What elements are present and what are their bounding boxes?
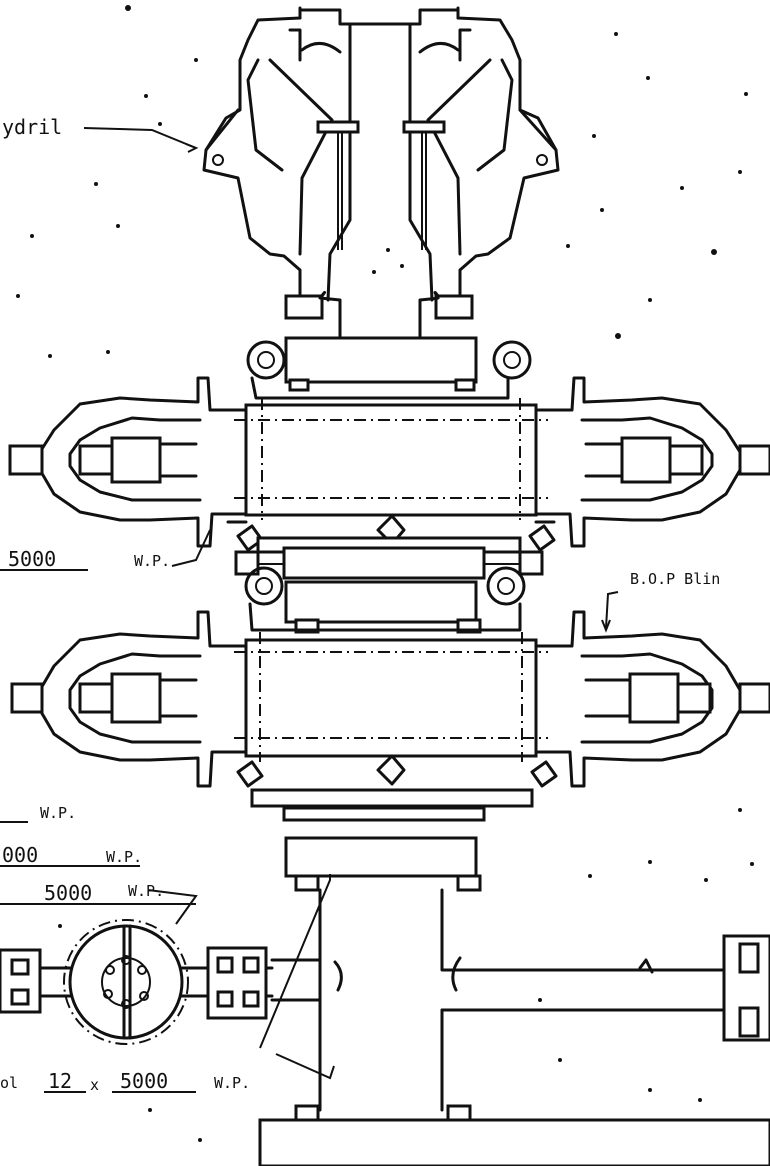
scan-speckle <box>16 5 754 1142</box>
leader-lines <box>83 127 619 1080</box>
label-spool-unit: W.P. <box>214 1074 250 1092</box>
label-blind-rams: B.O.P Blin <box>630 570 720 588</box>
annular-preventer <box>202 6 560 340</box>
label-spool-size: 12 <box>48 1069 72 1093</box>
label-spool-unit-upper: W.P. <box>106 848 142 866</box>
label-spool-x: x <box>90 1076 99 1094</box>
label-upper-rams-unit: W.P. <box>134 552 170 570</box>
label-upper-rams-pressure: 5000 <box>8 547 56 571</box>
lower-ram-preventer <box>10 566 770 892</box>
label-spool-pressure: 5000 <box>120 1069 168 1093</box>
label-valve-unit: W.P. <box>128 882 164 900</box>
label-spool-pressure-upper: 000 <box>2 843 38 867</box>
label-annular: ydril <box>2 115 62 139</box>
label-valve-pressure: 5000 <box>44 881 92 905</box>
label-spool-prefix: ol <box>0 1074 18 1092</box>
label-lower-rams-unit: W.P. <box>40 804 76 822</box>
side-valve-assembly <box>0 919 274 1045</box>
drilling-spool <box>258 888 770 1166</box>
upper-ram-preventer <box>8 336 770 580</box>
labels: ydril 5000 W.P. B.O.P Blin W.P. 000 W.P.… <box>0 115 720 1094</box>
